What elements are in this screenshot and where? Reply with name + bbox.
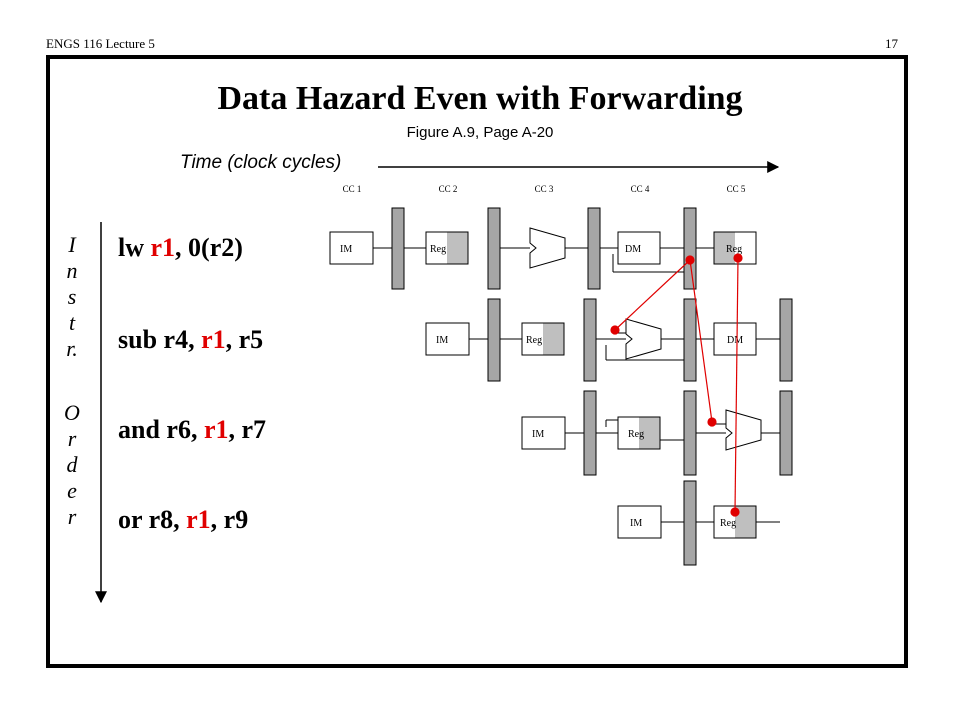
pipeline-latch [683,480,697,566]
stage-label-im: IM [630,518,642,529]
stage-box-im [329,231,374,265]
pipeline-latch [683,298,697,382]
instruction-text: , r9 [210,505,249,534]
instruction-text: sub r4, [118,325,202,354]
forwarding-line-to-or [734,257,739,513]
stage-label-dm: DM [727,335,743,346]
cycle-label: CC 2 [439,184,458,194]
pipeline-latch [487,207,501,290]
instruction-text: , 0(r2) [175,233,243,262]
stage-label-im: IM [436,335,448,346]
stage-box-dm [617,231,661,265]
forwarding-dot [707,417,717,427]
order-letter: r [67,426,77,451]
stage-label-reg: Reg [628,429,644,440]
instruction-text: , r5 [225,325,264,354]
hazard-register: r1 [150,233,176,262]
forwarding-line-to-and [689,259,713,423]
pipeline-row-sub: IM Reg DM [425,298,793,382]
stage-box-im [617,505,662,539]
order-letter: I [68,232,76,257]
order-letter: r [67,504,77,529]
instruction-lw: lw r1, 0(r2) [118,233,243,263]
order-letter: d [66,452,78,477]
pipeline-latch [683,207,697,290]
stage-box-reg [617,416,661,450]
stage-label-dm: DM [625,244,641,255]
time-axis-label: Time (clock cycles) [180,152,342,173]
pipeline-latch [779,298,793,382]
instruction-or: or r8, r1, r9 [118,505,248,535]
alu-shape [625,318,662,360]
instruction-text: and r6, [118,415,204,444]
stage-label-reg: Reg [430,244,446,255]
stage-box-dm [713,322,757,356]
pipeline-latch [779,390,793,476]
instruction-and: and r6, r1, r7 [118,415,266,445]
instruction-sub: sub r4, r1, r5 [118,325,263,355]
forwarding-line-to-sub [614,259,691,331]
stage-label-im: IM [532,429,544,440]
alu-shape [725,409,762,451]
slide-frame [46,55,908,668]
stage-label-reg: Reg [726,244,742,255]
cycle-label: CC 5 [727,184,746,194]
pipeline-latch [487,298,501,382]
slide-title: Data Hazard Even with Forwarding [217,80,743,117]
forwarding-dot [685,255,695,265]
cycle-label: CC 3 [535,184,554,194]
instruction-text: lw [118,233,151,262]
pipeline-row-lw: IM Reg DM Reg [329,207,757,290]
pipeline-latch [391,207,405,290]
stage-box-reg [521,322,565,356]
stage-box-reg [713,231,757,265]
forwarding-dot [733,253,743,263]
pipeline-latch [583,390,597,476]
alu-shape [529,227,566,269]
stage-box-im [425,322,470,356]
stage-label-reg: Reg [526,335,542,346]
hazard-register: r1 [201,325,226,354]
forwarding-paths [610,253,743,517]
pipeline-latch [683,390,697,476]
order-letter: n [66,258,78,283]
hazard-register: r1 [186,505,211,534]
pipeline-latch [587,207,601,290]
stage-label-im: IM [340,244,352,255]
hazard-register: r1 [203,415,229,444]
stage-box-im [521,416,566,450]
order-letter: r. [66,336,78,361]
order-letter: e [67,478,77,503]
course-header: ENGS 116 Lecture 5 [46,36,155,51]
figure-caption: Figure A.9, Page A-20 [406,124,554,141]
order-letter: O [64,400,80,425]
cycle-label: CC 4 [631,184,650,194]
stage-label-reg: Reg [720,518,736,529]
order-letter: t [68,310,76,335]
forwarding-dot [610,325,620,335]
page-number: 17 [885,36,898,51]
cycle-label: CC 1 [343,184,362,194]
pipeline-latch [583,298,597,382]
pipeline-row-or: IM Reg [617,480,780,566]
order-letter: s [67,284,77,309]
pipeline-row-and: IM Reg [521,390,793,476]
instruction-text: , r7 [228,415,267,444]
forwarding-dot [730,507,740,517]
instruction-text: or r8, [118,505,187,534]
